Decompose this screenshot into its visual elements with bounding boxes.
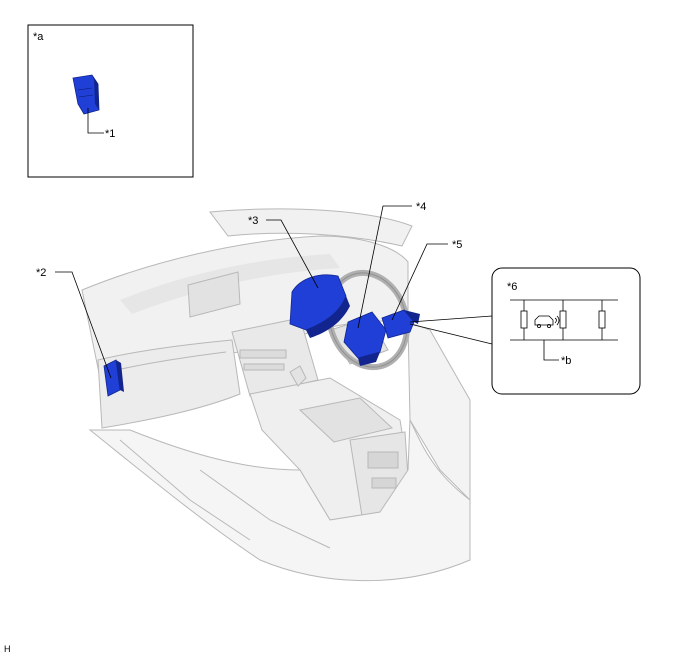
- inset-6-label: *6: [507, 281, 517, 293]
- inset-a: *a *1: [27, 24, 194, 178]
- component-3-combination-meter: [289, 274, 350, 338]
- component-4-steering-switch: [343, 311, 387, 366]
- leader-3: [266, 219, 319, 289]
- component-5-combination-switch: [381, 309, 420, 339]
- callout-4: *4: [416, 201, 426, 213]
- steering-wheel: [325, 269, 411, 371]
- inset-6-frame: [491, 267, 641, 395]
- inset-6-pointer-top: [409, 315, 493, 323]
- footer-code: H: [4, 644, 11, 654]
- callout-3: *3: [248, 215, 258, 227]
- inset-6: *6 *b: [491, 267, 641, 395]
- callout-1: *1: [105, 128, 115, 140]
- callout-b: *b: [561, 355, 571, 367]
- inset-6-pointer-bottom: [409, 323, 493, 345]
- callout-2: *2: [36, 267, 46, 279]
- component-1-ecu: [72, 74, 100, 115]
- inset-a-label: *a: [33, 31, 44, 43]
- vehicle-interior: [81, 208, 471, 582]
- leader-1: [87, 108, 104, 134]
- leader-4: [357, 205, 412, 329]
- leader-2: [55, 271, 112, 379]
- car-detection-icon: [534, 315, 560, 328]
- leader-b: [543, 340, 559, 361]
- inset-a-frame: [27, 24, 194, 178]
- leader-5: [391, 243, 448, 321]
- callout-5: *5: [452, 239, 462, 251]
